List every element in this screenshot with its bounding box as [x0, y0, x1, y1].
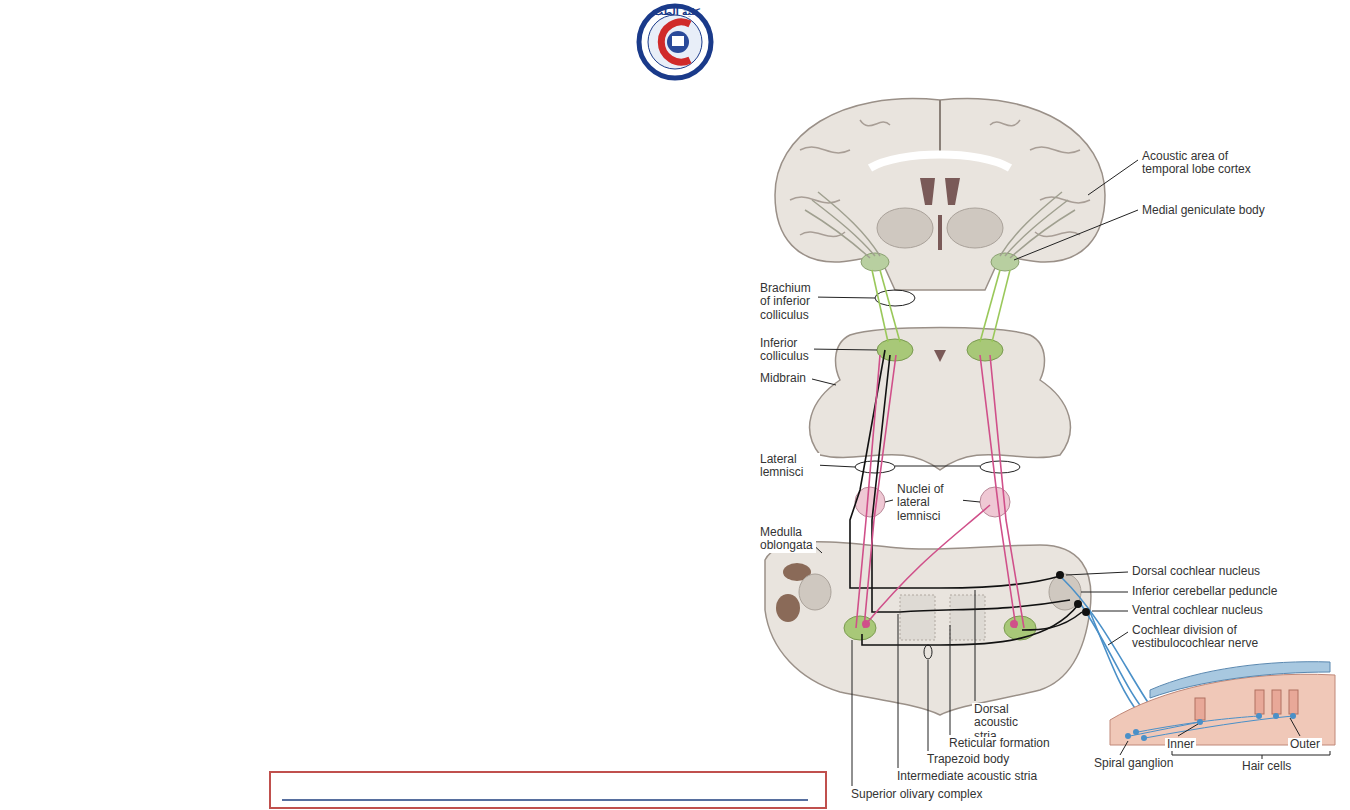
organ-of-corti: [1110, 662, 1335, 745]
structure-label: Outer: [1288, 738, 1322, 751]
rule-line: [282, 799, 808, 801]
structure-label: Brachium of inferior colliculus: [758, 282, 818, 322]
structure-label: Midbrain: [758, 372, 808, 385]
structure-label: Lateral lemnisci: [758, 453, 820, 480]
structure-label: Superior olivary complex: [849, 788, 984, 801]
structure-label: Hair cells: [1240, 760, 1293, 773]
auditory-pathways: [850, 270, 1160, 720]
college-logo: [639, 6, 711, 78]
midbrain-section: [810, 328, 1071, 471]
structure-label: Cochlear division of vestibulocochlear n…: [1130, 624, 1274, 651]
structure-label: Dorsal cochlear nucleus: [1130, 565, 1262, 578]
structure-label: Reticular formation: [947, 737, 1052, 750]
structure-label: Trapezoid body: [925, 753, 1011, 766]
structure-label: Ventral cochlear nucleus: [1130, 604, 1265, 617]
structure-label: Inferior colliculus: [758, 337, 814, 364]
structure-label: Medial geniculate body: [1140, 204, 1267, 217]
cerebrum-section: [775, 99, 1105, 290]
structure-label: Nuclei of lateral lemnisci: [895, 483, 963, 523]
leader-lines: [808, 160, 1330, 786]
structure-label: Inferior cerebellar peduncle: [1130, 585, 1279, 598]
structure-label: Inner: [1165, 738, 1196, 751]
logo-text: كلية الطب: [645, 7, 709, 17]
structure-label: Spiral ganglion: [1092, 757, 1175, 770]
structure-label: Medulla oblongata: [758, 526, 816, 553]
structure-label: Acoustic area of temporal lobe cortex: [1140, 150, 1269, 177]
structure-label: Intermediate acoustic stria: [895, 770, 1039, 783]
note-box: [270, 772, 826, 808]
